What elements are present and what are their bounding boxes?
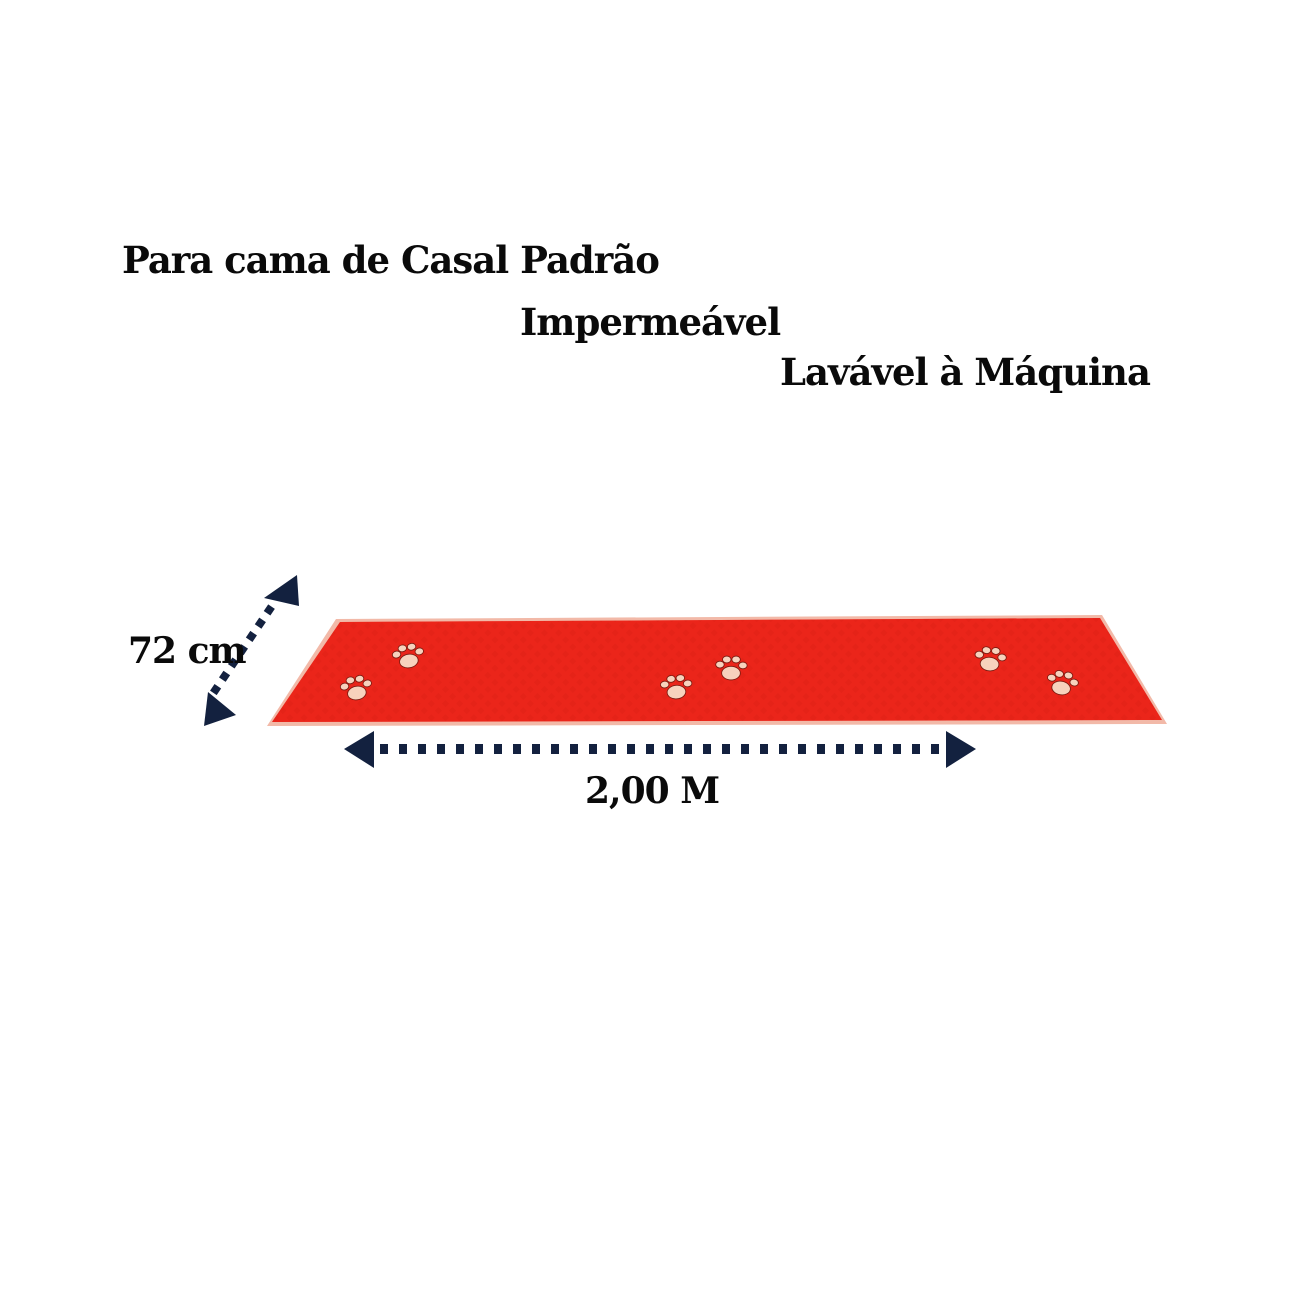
width-dimension-arrow	[204, 575, 299, 726]
headline-line-1: Para cama de Casal Padrão	[122, 238, 660, 282]
length-label: 2,00 M	[585, 770, 720, 812]
headline-line-3: Lavável à Máquina	[780, 350, 1151, 394]
pet-mat	[267, 615, 1167, 726]
headline-line-2: Impermeável	[520, 300, 781, 344]
length-dimension-arrow	[344, 731, 976, 768]
width-label: 72 cm	[128, 630, 247, 672]
